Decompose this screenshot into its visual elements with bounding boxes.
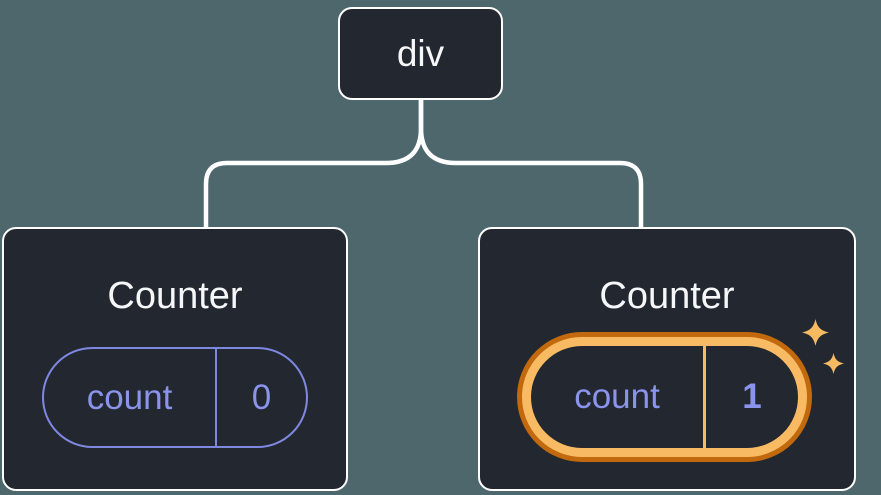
root-node-div: div: [338, 7, 503, 100]
counter-node-left: Counter count 0: [2, 227, 348, 491]
counter-node-right: Counter count 1: [478, 227, 856, 491]
state-pill: count 0: [42, 347, 308, 448]
state-value: 1: [742, 377, 762, 416]
connector-left: [203, 97, 424, 230]
counter-title: Counter: [107, 275, 243, 317]
connector-right: [418, 97, 644, 230]
sparkle-icon-small: [823, 353, 844, 374]
sparkle-icon-large: [802, 318, 829, 347]
state-pill-highlight: count 1: [517, 332, 812, 462]
counter-title: Counter: [599, 275, 735, 317]
state-key: count: [44, 349, 217, 446]
state-value: 0: [251, 377, 272, 417]
state-key: count: [531, 346, 706, 448]
state-pill: count 1: [531, 346, 798, 448]
root-node-label: div: [396, 32, 445, 74]
